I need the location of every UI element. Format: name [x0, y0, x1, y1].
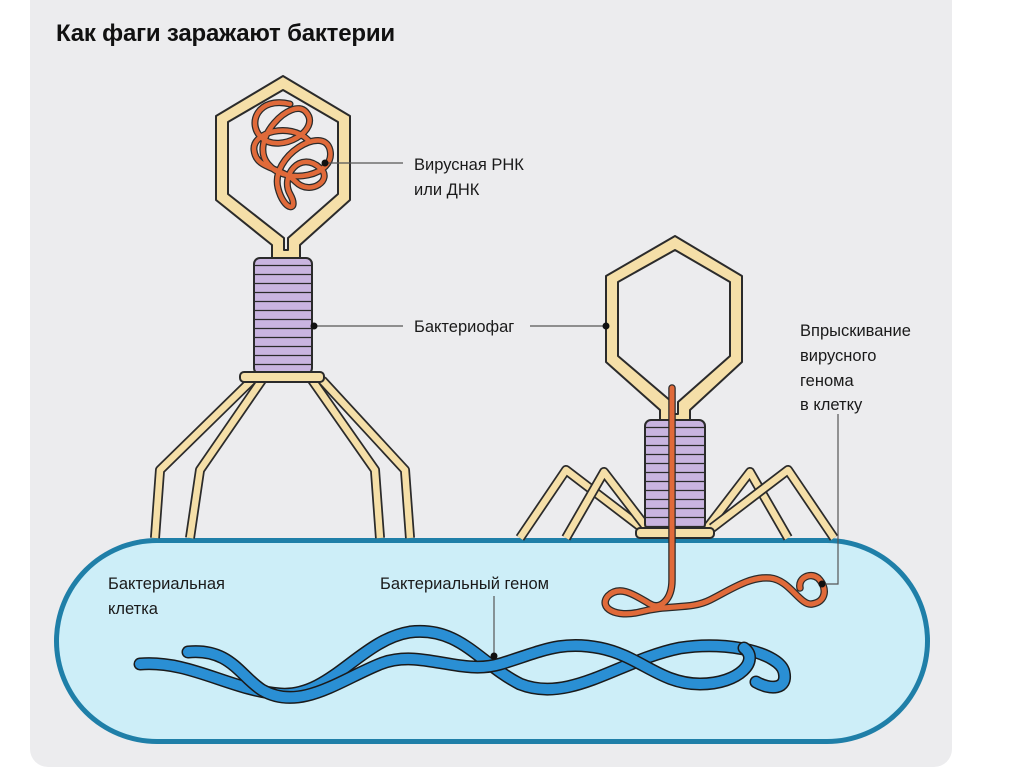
label-injection-line2: вирусного	[800, 347, 876, 365]
label-bacterial-genome: Бактериальный геном	[380, 575, 549, 593]
bacteriophage-right	[515, 235, 839, 618]
label-viral-genome-line1: Вирусная РНК	[414, 156, 524, 174]
bacterial-genome	[133, 624, 791, 704]
label-injection-line3: генома	[800, 372, 854, 390]
label-injection-line1: Впрыскивание	[800, 322, 911, 340]
tail-fibers-left	[150, 376, 415, 539]
bacterial-cell	[54, 538, 930, 744]
label-bacterial-cell-line1: Бактериальная	[108, 575, 225, 593]
label-viral-genome-line2: или ДНК	[414, 181, 480, 199]
viral-genome-tangle	[250, 99, 334, 211]
leader-lines	[314, 162, 839, 656]
injected-viral-genome	[601, 384, 828, 618]
label-bacterial-cell-line2: клетка	[108, 600, 159, 618]
baseplate-left	[239, 371, 325, 383]
leader-dots	[310, 159, 826, 660]
label-bacteriophage: Бактериофаг	[414, 318, 514, 336]
bacteriophage-left	[150, 75, 415, 539]
diagram-title: Как фаги заражают бактерии	[56, 20, 395, 47]
tail-sheath-left	[253, 257, 313, 375]
tail-fibers-right	[515, 465, 839, 541]
label-injection-line4: в клетку	[800, 396, 863, 414]
